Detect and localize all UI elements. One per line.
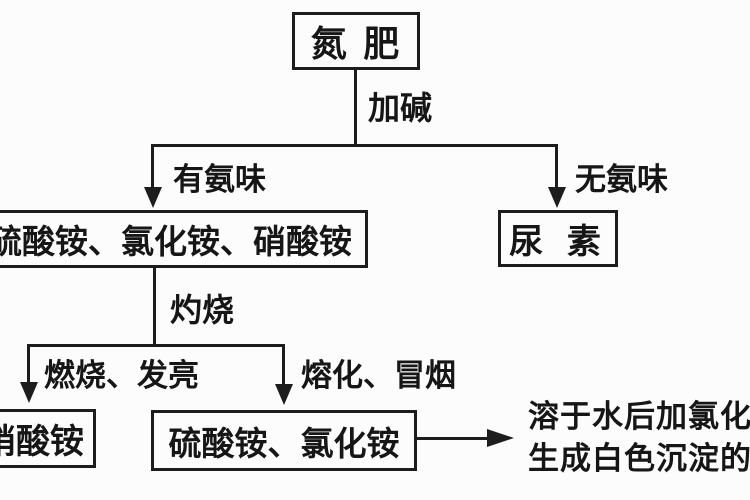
arrowhead-down-burn-icon (20, 382, 38, 403)
edge-label-melt-smoke: 熔化、冒烟 (301, 358, 456, 394)
node-ammonium-nitrate-label: 硝酸铵 (0, 422, 84, 462)
connector-melt-drop (282, 344, 285, 386)
result-note: 溶于水后加氯化钡 生成白色沉淀的 (528, 396, 750, 480)
result-note-line1: 溶于水后加氯化钡 (528, 399, 750, 435)
edge-label-burn-glow: 燃烧、发亮 (44, 358, 199, 394)
connector-right-drop (555, 144, 558, 190)
node-urea: 尿 素 (498, 210, 618, 267)
node-ammonium-salts: 硫酸铵、氯化铵、硝酸铵 (0, 210, 368, 268)
node-nitrogen-fertilizer: 氮 肥 (292, 12, 420, 70)
result-note-line2: 生成白色沉淀的 (528, 441, 750, 477)
node-nitrogen-fertilizer-label: 氮 肥 (310, 23, 402, 65)
connector-split-bottom (27, 344, 285, 347)
edge-label-add-alkali: 加碱 (368, 89, 433, 127)
connector-split-top (151, 144, 558, 147)
connector-left-drop (151, 144, 154, 190)
connector-result-right (417, 437, 489, 440)
edge-label-has-ammonia: 有氨味 (173, 162, 266, 198)
node-urea-label: 尿 素 (509, 222, 607, 262)
node-ammonium-nitrate: 硝酸铵 (0, 409, 96, 468)
edge-label-no-ammonia: 无氨味 (575, 162, 668, 198)
arrowhead-down-right-icon (548, 187, 566, 208)
connector-root-down (354, 69, 357, 146)
node-ammonium-salts-label: 硫酸铵、氯化铵、硝酸铵 (0, 222, 352, 261)
connector-ignite-down (153, 267, 156, 347)
node-sulfate-chloride-label: 硫酸铵、氯化铵 (168, 423, 400, 463)
arrowhead-down-melt-icon (275, 384, 293, 405)
arrowhead-down-left-icon (144, 187, 162, 208)
connector-burn-drop (27, 344, 30, 384)
edge-label-ignite: 灼烧 (170, 291, 235, 329)
arrowhead-right-result-icon (487, 429, 514, 447)
node-sulfate-chloride: 硫酸铵、氯化铵 (151, 410, 417, 471)
